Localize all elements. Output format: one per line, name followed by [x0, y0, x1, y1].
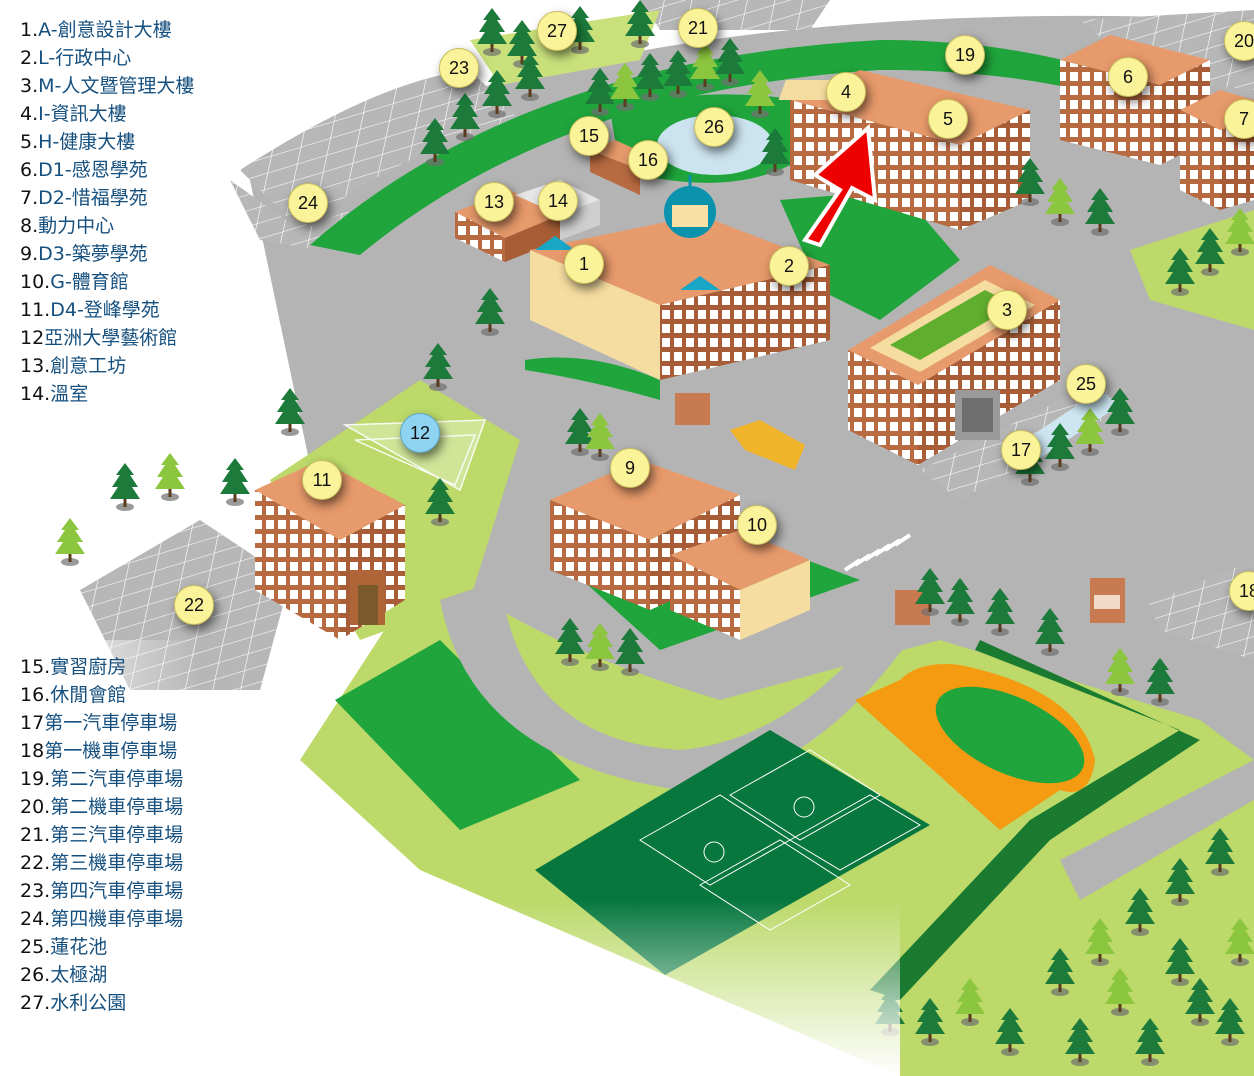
legend-item: 5.H-健康大樓: [20, 131, 136, 153]
legend-item: 25.蓮花池: [20, 936, 108, 958]
map-marker-14[interactable]: 14: [538, 181, 578, 221]
map-marker-22[interactable]: 22: [174, 585, 214, 625]
map-marker-17[interactable]: 17: [1001, 430, 1041, 470]
lawn-east: [1130, 210, 1254, 330]
map-marker-19[interactable]: 19: [945, 35, 985, 75]
map-marker-12[interactable]: 12: [400, 413, 440, 453]
map-marker-5[interactable]: 5: [928, 99, 968, 139]
crosswalk: [843, 533, 912, 572]
inner-loop-road: [440, 580, 930, 790]
building-10-gym: [670, 530, 810, 640]
lawn-crescent-1: [525, 357, 660, 400]
gatehouse: [675, 393, 1125, 625]
legend-item: 24.第四機車停車場: [20, 908, 184, 930]
legend-bottom: 15.實習廚房 16.休閒會館 17第一汽車停車場 18第一機車停車場 19.第…: [20, 653, 183, 1017]
map-marker-26[interactable]: 26: [694, 107, 734, 147]
map-marker-1[interactable]: 1: [564, 244, 604, 284]
legend-item: 3.M-人文暨管理大樓: [20, 75, 195, 97]
legend-item: 2.L-行政中心: [20, 47, 132, 69]
map-marker-18[interactable]: 18: [1229, 571, 1254, 611]
hedge: [870, 640, 1200, 1000]
map-marker-16[interactable]: 16: [628, 140, 668, 180]
legend-item: 21.第三汽車停車場: [20, 824, 184, 846]
map-marker-24[interactable]: 24: [288, 183, 328, 223]
location-arrow-icon: [801, 123, 878, 248]
map-marker-25[interactable]: 25: [1066, 364, 1106, 404]
legend-item: 17第一汽車停車場: [20, 712, 178, 734]
track-infield: [935, 686, 1085, 784]
legend-item: 19.第二汽車停車場: [20, 768, 184, 790]
map-marker-21[interactable]: 21: [678, 8, 718, 48]
bus-stop: [730, 420, 805, 470]
legend-item: 1.A-創意設計大樓: [20, 19, 172, 41]
map-marker-13[interactable]: 13: [474, 182, 514, 222]
legend-item: 15.實習廚房: [20, 656, 127, 678]
legend-item: 12亞洲大學藝術館: [20, 327, 178, 349]
map-marker-7[interactable]: 7: [1224, 99, 1254, 139]
map-marker-15[interactable]: 15: [569, 116, 609, 156]
map-marker-9[interactable]: 9: [610, 448, 650, 488]
legend-item: 7.D2-惜福學苑: [20, 187, 148, 209]
legend-item: 16.休閒會館: [20, 684, 127, 706]
legend-item: 22.第三機車停車場: [20, 852, 184, 874]
legend-item: 8.動力中心: [20, 215, 115, 237]
legend-item: 13.創意工坊: [20, 355, 127, 377]
parking-lot-21: [640, 0, 830, 30]
parking-lot-24: [230, 180, 350, 250]
legend-item: 11.D4-登峰學苑: [20, 299, 160, 321]
legend-item: 20.第二機車停車場: [20, 796, 184, 818]
map-marker-10[interactable]: 10: [737, 505, 777, 545]
legend-item: 4.I-資訊大樓: [20, 103, 127, 125]
south-east-road: [1060, 760, 1254, 900]
legend-item: 18第一機車停車場: [20, 740, 178, 762]
building-4-5: [778, 70, 1030, 230]
legend-top: 1.A-創意設計大樓 2.L-行政中心 3.M-人文暨管理大樓 4.I-資訊大樓…: [20, 16, 194, 408]
legend-item: 26.太極湖: [20, 964, 108, 986]
building-1-2: [530, 175, 830, 380]
legend-item: 14.溫室: [20, 383, 89, 405]
legend-item: 23.第四汽車停車場: [20, 880, 184, 902]
map-marker-20[interactable]: 20: [1224, 21, 1254, 61]
legend-item: 9.D3-築夢學苑: [20, 243, 148, 265]
map-marker-4[interactable]: 4: [826, 72, 866, 112]
map-marker-3[interactable]: 3: [987, 290, 1027, 330]
lawn-sw-block: [335, 640, 580, 830]
legend-item: 10.G-體育館: [20, 271, 129, 293]
map-marker-6[interactable]: 6: [1108, 57, 1148, 97]
legend-item: 27.水利公園: [20, 992, 127, 1014]
map-marker-11[interactable]: 11: [302, 460, 342, 500]
map-marker-2[interactable]: 2: [769, 246, 809, 286]
map-marker-27[interactable]: 27: [537, 11, 577, 51]
legend-item: 6.D1-感恩學苑: [20, 159, 148, 181]
building-11: [255, 460, 405, 640]
map-marker-23[interactable]: 23: [439, 48, 479, 88]
